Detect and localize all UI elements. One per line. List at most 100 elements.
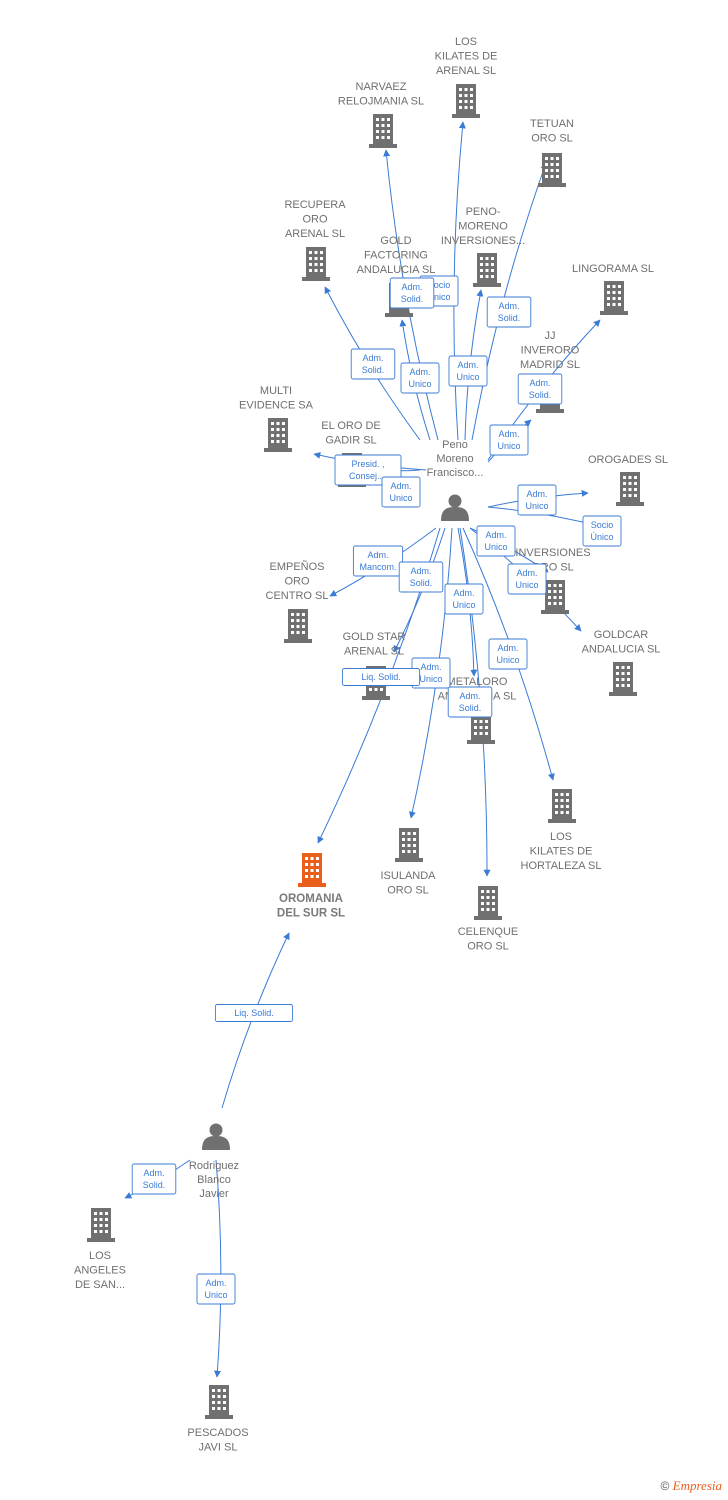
building-icon [452,84,480,118]
company-node-isulanda[interactable]: ISULANDA ORO SL [380,828,436,897]
company-label: LINGORAMA SL [572,263,654,275]
relation-box [476,525,516,557]
relation-label-peno-goldcar[interactable]: Adm.Unico [488,638,528,670]
relation-text: Adm. [420,662,441,672]
nodes-layer: LOS KILATES DE ARENAL SL NARVAEZRELOJMANIA … [74,36,668,1454]
company-label: ARENAL SL [436,65,496,77]
relation-label-peno-orogades[interactable]: Adm.Unico [517,484,557,516]
edges-layer [124,121,604,1378]
relation-text: Liq. Solid. [234,1008,274,1018]
relation-label-rodriguez-oromania[interactable]: Liq. Solid. [214,1004,294,1022]
relation-label-peno-inversiones[interactable]: Adm.Unico [476,525,516,557]
building-icon [474,886,502,920]
company-label: LOS [550,831,572,843]
company-label: ANDALUCIA SL [582,644,661,656]
company-label: ARENAL SL [285,228,345,240]
relation-label-peno-goldStar[interactable]: Adm.Solid. [398,561,444,593]
relation-label-peno-goldFactoring[interactable]: Adm.Solid. [389,277,435,309]
company-label: PENO- [466,206,501,218]
relation-text: Adm. [143,1168,164,1178]
relation-text: Liq. Solid. [361,672,401,682]
relation-box [341,668,421,686]
relation-text: Socio [428,280,451,290]
company-node-penoMoreno[interactable]: PENO-MORENOINVERSIONES... [441,206,525,287]
relation-text: Adm. [526,489,547,499]
relation-text: Adm. [529,378,550,388]
relation-label-rodriguez-losAngeles[interactable]: Adm.Solid. [131,1163,177,1195]
company-label: OROGADES SL [588,454,668,466]
relation-text: Presid. , [351,459,384,469]
relation-label-peno-recupera[interactable]: Adm.Solid. [350,348,396,380]
relation-text: Unico [496,655,519,665]
building-icon [302,247,330,281]
person-label: Rodriguez [189,1160,239,1172]
relation-labels-layer: Adm.UnicoAdm.UnicoAdm.Solid.Adm.Solid.So… [131,275,622,1305]
relation-label-peno-oromania[interactable]: Liq. Solid. [341,668,421,686]
person-label: Peno [442,439,468,451]
company-node-lingorama[interactable]: LINGORAMA SL [572,263,654,315]
relation-box [350,348,396,380]
relation-text: Adm. [390,481,411,491]
relation-text: Adm. [362,353,383,363]
building-icon [205,1385,233,1419]
building-icon [473,253,501,287]
relation-label-peno-multiEvidence[interactable]: Adm. Unico [381,476,421,508]
relation-box [517,484,557,516]
company-label: ORO SL [387,885,429,897]
relation-box [214,1004,294,1022]
company-label: JJ [545,330,556,342]
relation-label-peno-narvaez[interactable]: Adm.Unico [400,362,440,394]
company-label: RECUPERA [284,199,346,211]
relation-label-peno-lingorama[interactable]: Adm. Solid. [517,373,563,405]
relation-label-peno-losKilatesHortaleza[interactable]: Adm.Unico [507,563,547,595]
relation-label-peno-jjInveroro[interactable]: Adm.Unico [489,424,529,456]
person-node-peno[interactable]: PenoMorenoFrancisco... [427,439,484,521]
relation-text: Unico [452,600,475,610]
copyright-symbol: © [660,1479,670,1493]
brand-logo[interactable]: Empresia [672,1478,722,1493]
company-label: EVIDENCE SA [239,400,314,412]
company-node-orogades[interactable]: OROGADES SL [588,454,668,506]
relation-label-peno-losKilatesArenal[interactable]: Adm.Unico [448,355,488,387]
relation-text: Consej.... [349,471,387,481]
relation-label-peno-celenque[interactable]: Adm.Solid. [447,686,493,718]
relation-text: Adm. [498,301,519,311]
person-icon [441,494,469,521]
building-icon [369,114,397,148]
relation-text: Adm. [401,282,422,292]
relation-box [582,515,622,547]
copyright-footer: © Empresia [660,1478,722,1494]
company-label: ISULANDA [380,870,436,882]
relation-box [507,563,547,595]
relation-text: Unico [389,493,412,503]
company-label: KILATES DE [435,51,498,63]
company-label: KILATES DE [530,846,593,858]
relation-label-peno-empenos[interactable]: Adm.Mancom. [352,545,404,577]
relation-label-peno-metaloro[interactable]: Adm.Unico [444,583,484,615]
relation-label-rodriguez-pescados[interactable]: Adm.Unico [196,1273,236,1305]
relation-text: Solid. [529,390,552,400]
company-label: INVERORO [521,345,580,357]
building-icon [87,1208,115,1242]
company-label: FACTORING [364,250,428,262]
relation-label-peno-tetuan[interactable]: Adm.Solid. [486,296,532,328]
